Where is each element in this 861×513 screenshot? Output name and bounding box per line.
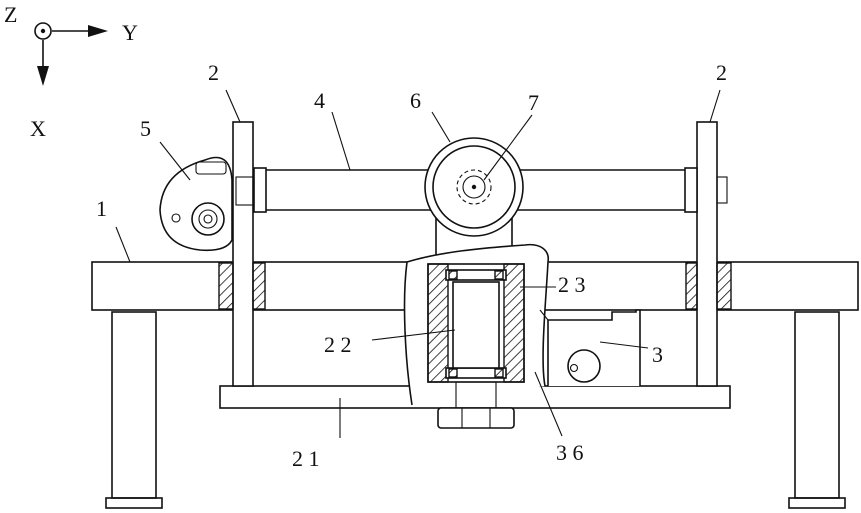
right-post-sleeve-inner: [686, 263, 697, 309]
z-axis-dot: [41, 29, 45, 33]
left-foot: [106, 498, 162, 508]
leader-4: [332, 112, 350, 170]
left-post: [233, 122, 253, 386]
label-3: 3: [652, 342, 663, 367]
label-5: 5: [140, 116, 151, 141]
label-2-left: 2: [208, 60, 219, 85]
housing-right-wall: [504, 264, 524, 382]
label-7: 7: [528, 90, 539, 115]
leader-2-left: [226, 90, 240, 122]
top-bearing-left-seal: [449, 271, 457, 279]
y-axis-arrow-icon: [88, 25, 108, 37]
right-leg: [795, 312, 839, 498]
label-23: 2 3: [558, 272, 586, 297]
left-leg: [112, 312, 156, 498]
x-axis-label: X: [30, 116, 46, 141]
label-2-right: 2: [716, 60, 727, 85]
right-post: [697, 122, 717, 386]
label-22: 2 2: [324, 332, 352, 357]
y-axis-label: Y: [122, 20, 138, 45]
z-axis-label: Z: [4, 2, 17, 27]
leader-1: [116, 227, 130, 262]
crank-handle: [160, 158, 232, 251]
label-21: 2 1: [292, 446, 320, 471]
label-36: 3 6: [556, 440, 584, 465]
shaft-right-collar: [685, 168, 697, 212]
housing-left-wall: [428, 264, 448, 382]
shaft-left-collar: [254, 168, 266, 212]
bolt-nut: [438, 408, 514, 428]
leader-5: [160, 142, 190, 180]
coordinate-axes: Z Y X: [4, 2, 138, 141]
x-axis-arrow-icon: [37, 66, 49, 86]
wheel-assembly: [425, 138, 523, 236]
label-6: 6: [410, 88, 421, 113]
label-1: 1: [96, 196, 107, 221]
right-post-sleeve-outer: [717, 263, 731, 309]
left-post-sleeve-outer: [219, 263, 233, 309]
right-foot: [789, 498, 845, 508]
left-post-sleeve-inner: [253, 263, 265, 309]
bottom-bearing-left-seal: [449, 369, 457, 377]
leader-2-right: [710, 90, 720, 122]
guide-block: [540, 310, 640, 386]
axle-center-dot: [472, 185, 476, 189]
guide-roller: [568, 350, 600, 382]
shaft-right-end: [717, 177, 727, 203]
bottom-bearing-right-seal: [495, 369, 503, 377]
leader-6: [432, 112, 450, 142]
inner-shaft: [453, 282, 499, 368]
top-bearing-right-seal: [495, 271, 503, 279]
label-4: 4: [314, 88, 325, 113]
